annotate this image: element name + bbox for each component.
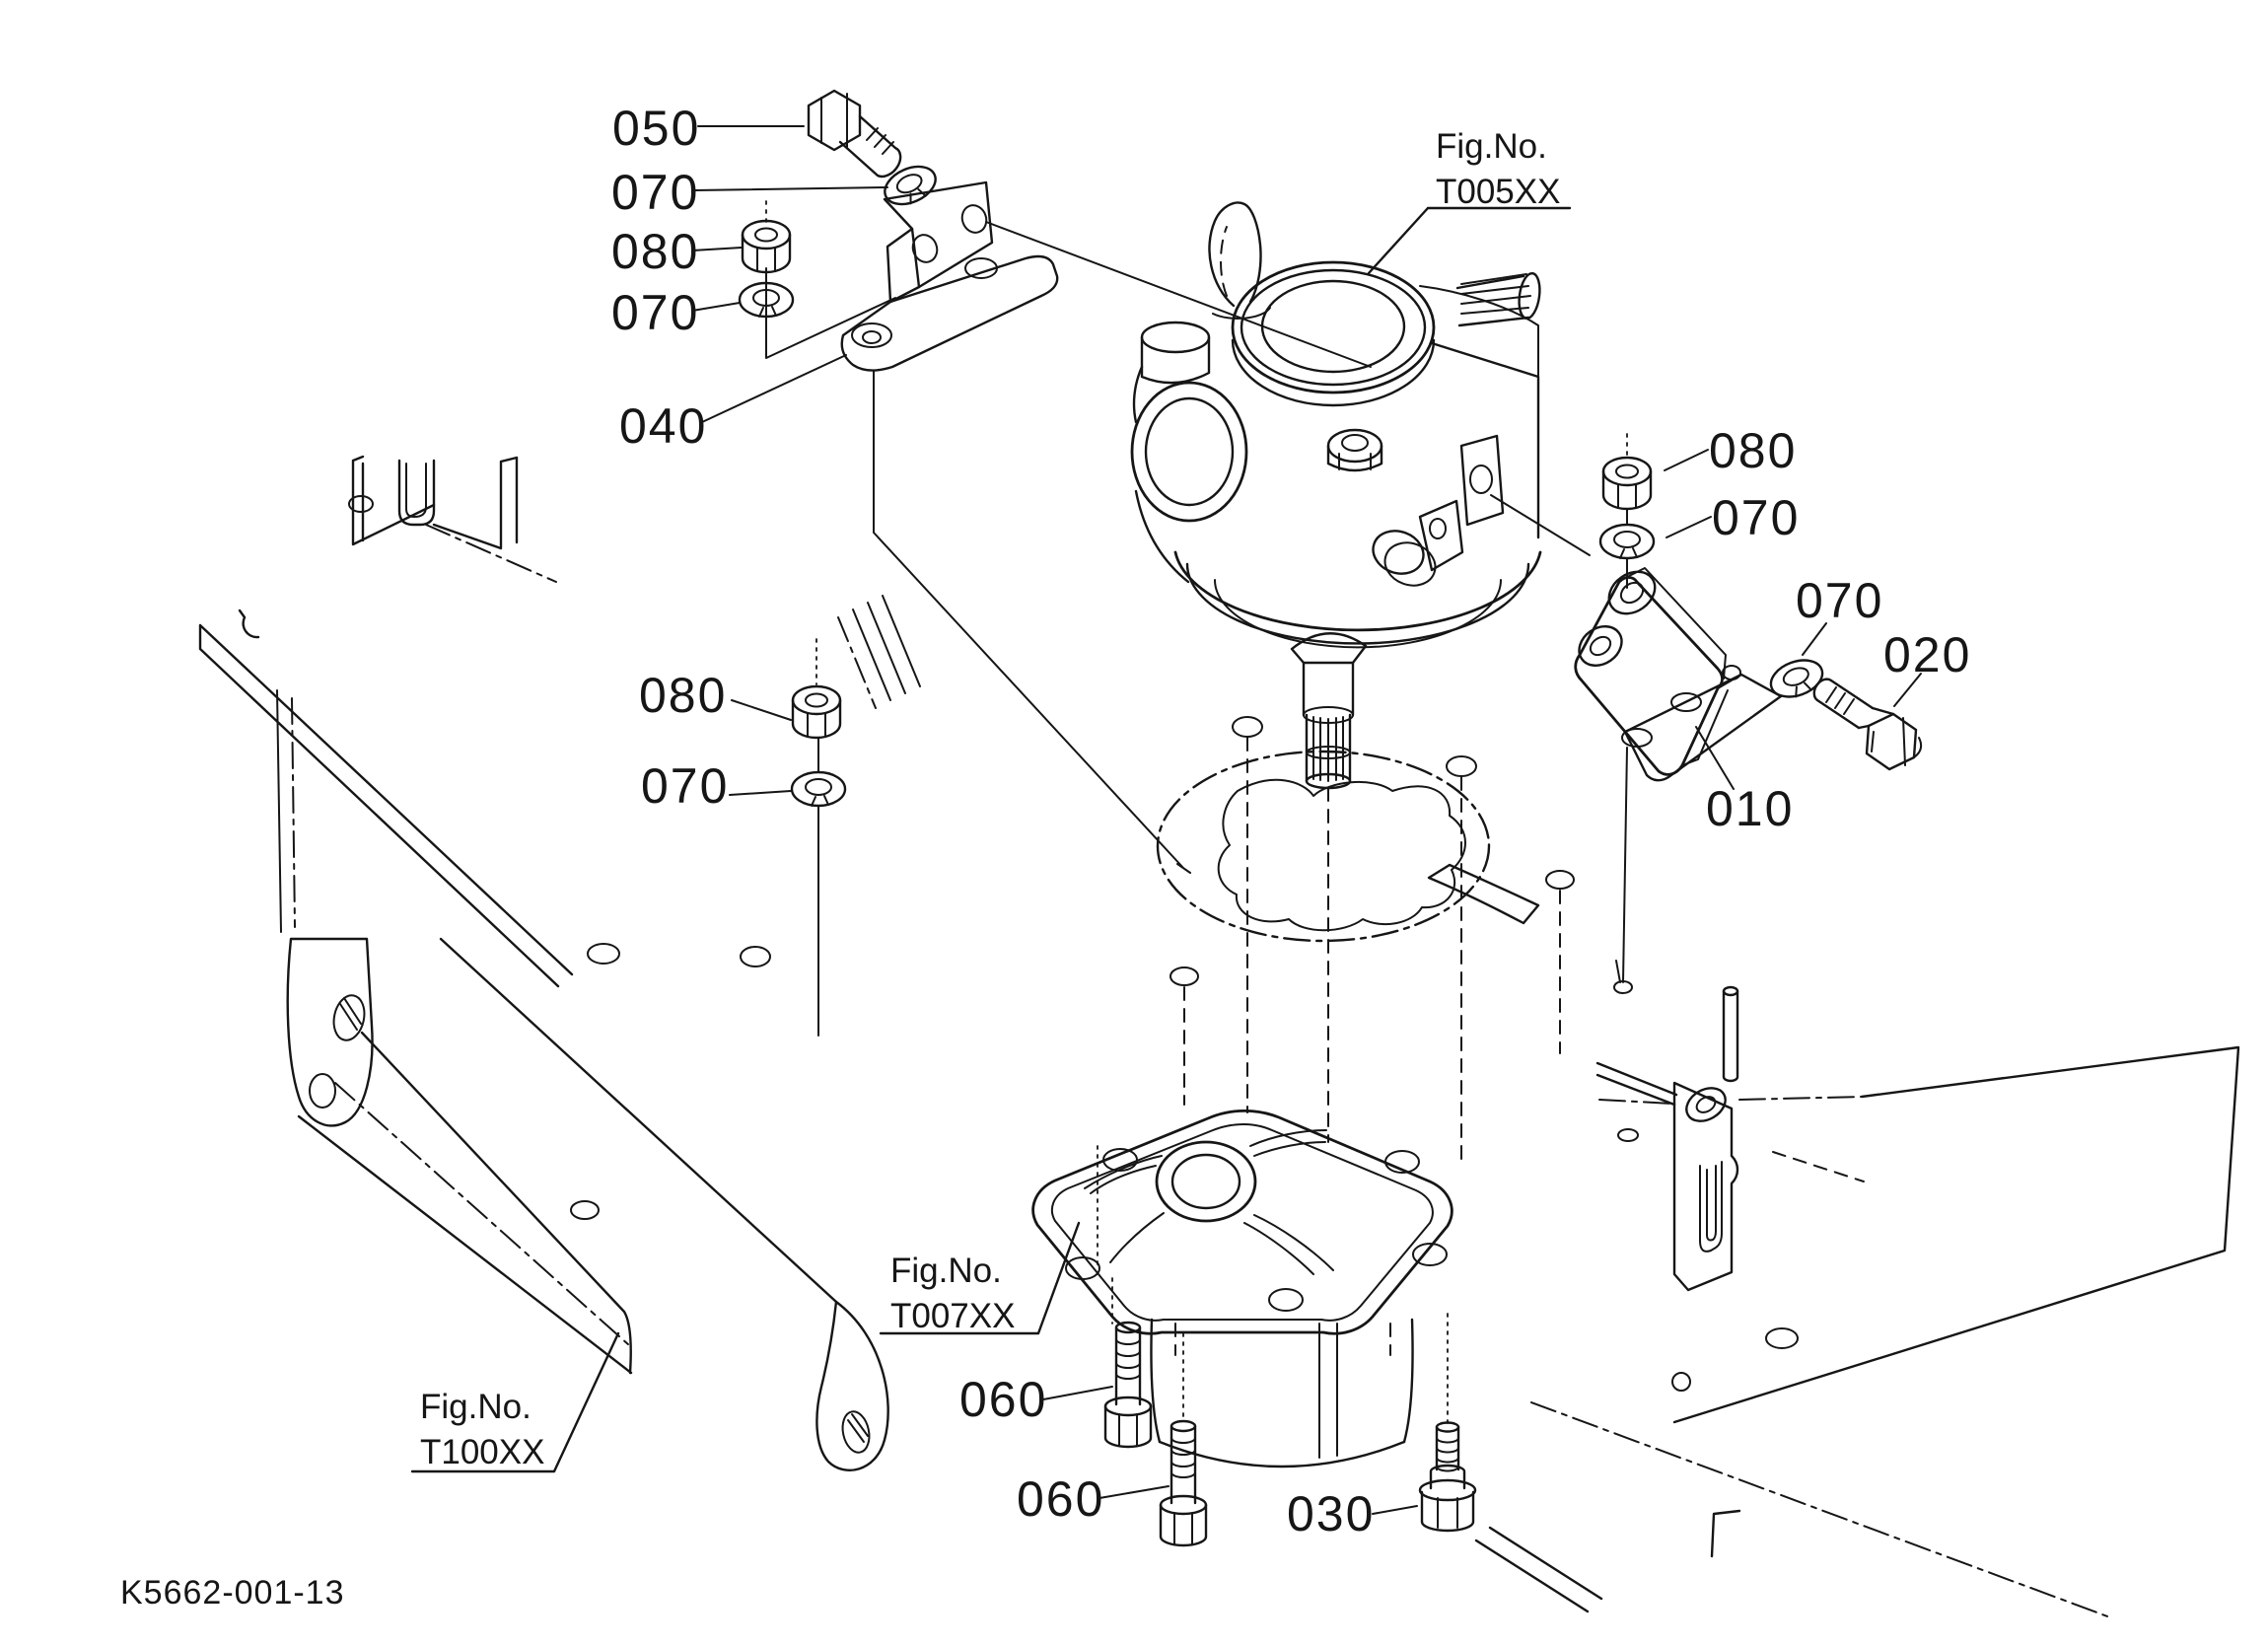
right-frame-art bbox=[1474, 980, 2240, 1618]
bolt-030-art bbox=[1418, 1421, 1477, 1533]
drawing-code: K5662-001-13 bbox=[120, 1574, 345, 1611]
callout-010: 010 bbox=[1706, 781, 1795, 836]
figref-t005xx-number: T005XX bbox=[1436, 172, 1561, 211]
figref-t007xx-number: T007XX bbox=[890, 1296, 1016, 1335]
callout-080-c: 080 bbox=[1709, 423, 1798, 478]
callout-020: 020 bbox=[1883, 627, 1972, 682]
figref-t100xx: Fig.No. T100XX bbox=[420, 1385, 544, 1474]
stack-centerline-mid bbox=[815, 638, 819, 1037]
stack-centerline-left bbox=[765, 200, 896, 359]
washer-070-right1-art bbox=[1598, 523, 1656, 560]
bracket-010-art bbox=[1574, 567, 1783, 782]
callout-030: 030 bbox=[1287, 1486, 1376, 1541]
washer-070-mid-art bbox=[790, 770, 847, 808]
callout-070-b: 070 bbox=[611, 285, 700, 340]
callout-070-d: 070 bbox=[1712, 490, 1801, 545]
figref-t007xx: Fig.No. T007XX bbox=[890, 1249, 1015, 1338]
callout-050: 050 bbox=[612, 101, 701, 156]
callout-040: 040 bbox=[619, 398, 708, 454]
gasket-art bbox=[873, 370, 1575, 1161]
left-frame-art bbox=[198, 455, 921, 1471]
nut-080-right-art bbox=[1601, 456, 1653, 511]
nut-080-mid-art bbox=[791, 684, 842, 740]
callout-060-b: 060 bbox=[1017, 1471, 1105, 1527]
figref-t005xx: Fig.No. T005XX bbox=[1436, 124, 1560, 214]
bolt-050-art bbox=[807, 89, 902, 179]
pump-shaft-art bbox=[1290, 632, 1368, 1143]
callout-leader-lines bbox=[691, 125, 1922, 1515]
callout-070-a: 070 bbox=[611, 165, 700, 220]
cover-art bbox=[1031, 1110, 1453, 1468]
bolt-060-2-art bbox=[1159, 1419, 1208, 1547]
pump-assembly-art bbox=[985, 201, 1591, 649]
figref-t100xx-number: T100XX bbox=[420, 1432, 545, 1471]
bolt-060-1-art bbox=[1103, 1321, 1153, 1449]
figref-t100xx-label: Fig.No. bbox=[420, 1388, 532, 1426]
bracket-040-art bbox=[840, 180, 1059, 372]
callout-070-c: 070 bbox=[641, 758, 730, 814]
bolt-020-art bbox=[1812, 678, 1923, 771]
callout-070-e: 070 bbox=[1796, 573, 1884, 628]
stack-centerline-right bbox=[1615, 433, 1628, 983]
callout-080-b: 080 bbox=[639, 668, 728, 723]
figref-leader-lines bbox=[410, 206, 1572, 1473]
washer-070-right2-art bbox=[1764, 652, 1829, 705]
figref-t007xx-label: Fig.No. bbox=[890, 1252, 1002, 1290]
figref-t005xx-label: Fig.No. bbox=[1436, 127, 1547, 166]
nut-080-top-art bbox=[741, 219, 792, 274]
callout-060-a: 060 bbox=[959, 1372, 1048, 1427]
callout-080-a: 080 bbox=[611, 224, 700, 279]
